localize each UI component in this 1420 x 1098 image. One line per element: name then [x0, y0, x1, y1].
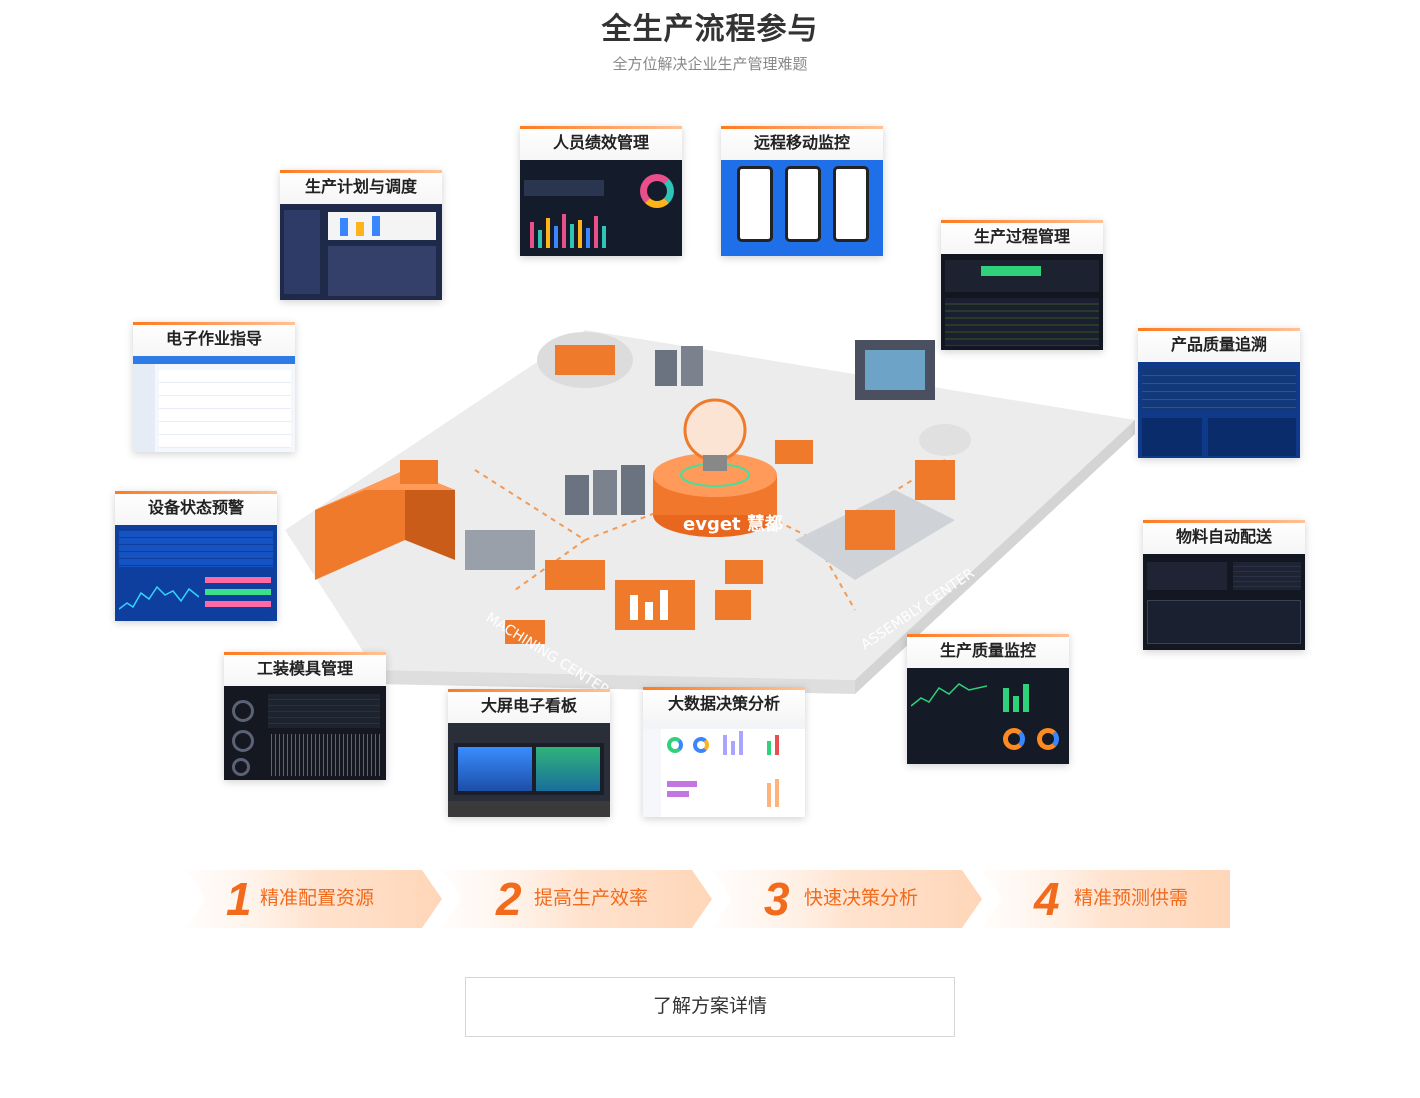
scene-brand: evget 慧都	[683, 513, 783, 535]
module-card-guide[interactable]: 电子作业指导	[133, 322, 295, 452]
benefit-label: 精准配置资源	[260, 888, 375, 909]
right-machines	[795, 340, 971, 580]
module-title: 大屏电子看板	[448, 689, 610, 723]
module-title: 工装模具管理	[224, 652, 386, 686]
module-screen	[448, 723, 610, 817]
cloud-monitor	[537, 332, 633, 388]
benefit-label: 快速决策分析	[804, 888, 919, 909]
module-title: 大数据决策分析	[643, 687, 805, 721]
module-title: 人员绩效管理	[520, 126, 682, 160]
benefit-label: 提高生产效率	[534, 888, 649, 909]
benefit-item: 3 快速决策分析	[764, 870, 974, 928]
module-screen	[224, 686, 386, 780]
module-card-bigscreen[interactable]: 大屏电子看板	[448, 689, 610, 817]
center-hub: evget 慧都	[653, 398, 783, 537]
module-screen	[1138, 362, 1300, 458]
trucks	[400, 440, 813, 644]
module-screen	[280, 204, 442, 300]
page-subtitle: 全方位解决企业生产管理难题	[612, 56, 808, 73]
module-screen	[115, 525, 277, 621]
module-screen	[721, 160, 883, 256]
module-screen	[1143, 554, 1305, 650]
module-title: 远程移动监控	[721, 126, 883, 160]
benefit-number: 1	[226, 873, 252, 925]
module-screen	[907, 668, 1069, 764]
module-card-plan[interactable]: 生产计划与调度	[280, 170, 442, 300]
module-title: 产品质量追溯	[1138, 328, 1300, 362]
module-card-people[interactable]: 人员绩效管理	[520, 126, 682, 256]
factory-illustration: evget 慧都 MACHINING CENTER ASSEMBLY CENTE…	[285, 330, 1135, 699]
benefit-item: 2 提高生产效率	[496, 870, 706, 928]
module-title: 生产质量监控	[907, 634, 1069, 668]
module-title: 电子作业指导	[133, 322, 295, 356]
learn-more-button[interactable]: 了解方案详情	[465, 977, 955, 1037]
module-title: 物料自动配送	[1143, 520, 1305, 554]
module-screen	[643, 721, 805, 817]
benefit-item: 4 精准预测供需	[1034, 870, 1244, 928]
dashboards	[615, 580, 751, 630]
module-title: 设备状态预警	[115, 491, 277, 525]
module-card-alarm[interactable]: 设备状态预警	[115, 491, 277, 621]
module-title: 生产计划与调度	[280, 170, 442, 204]
benefit-item: 1 精准配置资源	[226, 870, 436, 928]
benefit-number: 2	[496, 873, 522, 925]
server-racks	[565, 346, 703, 515]
benefit-number: 4	[1034, 873, 1060, 925]
module-card-bigdata[interactable]: 大数据决策分析	[643, 687, 805, 817]
benefit-number: 3	[764, 873, 790, 925]
module-card-process[interactable]: 生产过程管理	[941, 220, 1103, 350]
module-screen	[520, 160, 682, 256]
module-card-delivery[interactable]: 物料自动配送	[1143, 520, 1305, 650]
benefits-ribbon	[186, 870, 1230, 928]
module-card-trace[interactable]: 产品质量追溯	[1138, 328, 1300, 458]
benefits: 1 精准配置资源 2 提高生产效率 3 快速决策分析 4 精准预测供需	[186, 870, 1230, 928]
module-card-quality[interactable]: 生产质量监控	[907, 634, 1069, 764]
module-screen	[941, 254, 1103, 350]
module-screen	[133, 356, 295, 452]
benefit-label: 精准预测供需	[1074, 888, 1189, 909]
module-title: 生产过程管理	[941, 220, 1103, 254]
page-title: 全生产流程参与	[601, 13, 819, 46]
module-card-mobile[interactable]: 远程移动监控	[721, 126, 883, 256]
module-card-tooling[interactable]: 工装模具管理	[224, 652, 386, 780]
